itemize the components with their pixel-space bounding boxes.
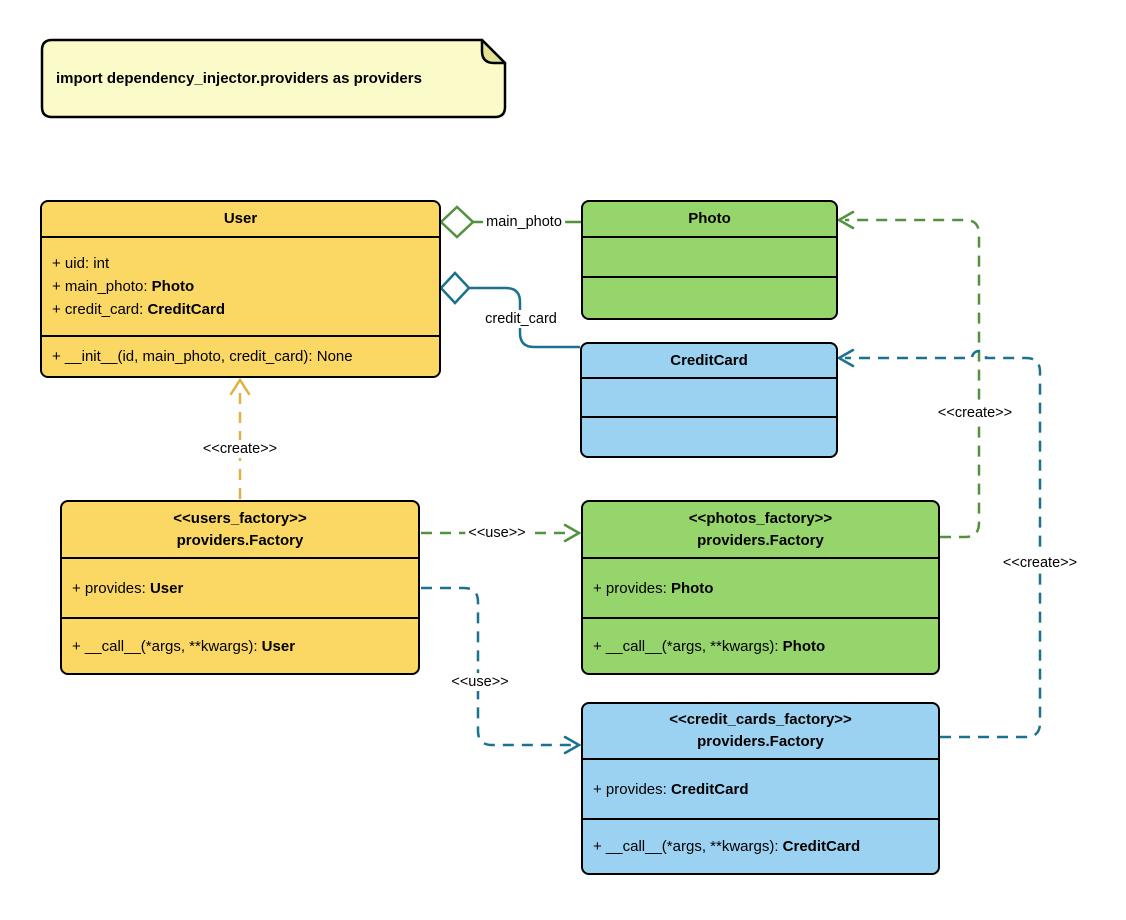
class-credit-card[interactable]: CreditCard <box>580 342 838 458</box>
class-user-attributes: + uid: int + main_photo: Photo + credit_… <box>42 238 439 337</box>
class-photos-factory-methods: + __call__(*args, **kwargs): Photo <box>583 619 938 673</box>
method-text: + __call__(*args, **kwargs): <box>72 637 262 655</box>
create-credit-card-line <box>845 349 1042 739</box>
create-photo-line <box>845 218 981 539</box>
note-shape[interactable] <box>40 38 507 119</box>
class-name-label: providers.Factory <box>697 531 824 549</box>
note-fold-corner <box>480 38 507 65</box>
class-credit-card-attributes <box>582 379 836 418</box>
class-credit-card-title: CreditCard <box>582 344 836 379</box>
create-photo-arrowhead <box>836 210 855 230</box>
attribute-row: + provides: Photo <box>593 577 938 600</box>
method-text: + __init__(id, main_photo, credit_card):… <box>52 348 353 365</box>
class-users-factory[interactable]: <<users_factory>> providers.Factory + pr… <box>60 500 420 675</box>
class-photo-methods <box>583 278 836 318</box>
method-text: + __call__(*args, **kwargs): <box>593 637 783 655</box>
class-photo-title: Photo <box>583 202 836 238</box>
attribute-type: User <box>149 579 184 597</box>
edge-label-create-user: <<create>> <box>199 440 281 458</box>
attribute-type: CreditCard <box>670 780 749 798</box>
class-name-label: providers.Factory <box>176 531 304 549</box>
attribute-text: + credit_card: <box>52 301 148 318</box>
attribute-row: + provides: User <box>72 577 418 600</box>
aggregation-credit-card-diamond <box>439 271 471 305</box>
edge-label-use-credit-cards: <<use>> <box>448 673 512 691</box>
class-credit-cards-factory-methods: + __call__(*args, **kwargs): CreditCard <box>583 820 938 873</box>
class-photos-factory[interactable]: <<photos_factory>> providers.Factory + p… <box>581 500 940 675</box>
class-photos-factory-attributes: + provides: Photo <box>583 559 938 619</box>
edge-label-credit-card: credit_card <box>482 310 560 328</box>
create-credit-card-arrowhead <box>836 348 855 368</box>
attribute-text: + uid: int <box>52 255 110 272</box>
attribute-type: Photo <box>670 579 714 597</box>
stereotype-label: <<photos_factory>> <box>688 509 833 527</box>
edge-label-main-photo: main_photo <box>483 213 565 231</box>
class-credit-card-methods <box>582 418 836 456</box>
attribute-row: + provides: CreditCard <box>593 778 938 801</box>
class-user-methods: + __init__(id, main_photo, credit_card):… <box>42 337 439 376</box>
create-user-arrowhead <box>229 377 251 396</box>
class-credit-cards-factory[interactable]: <<credit_cards_factory>> providers.Facto… <box>581 702 940 875</box>
method-row: + __call__(*args, **kwargs): Photo <box>593 635 938 658</box>
use-credit-cards-arrowhead <box>563 735 582 755</box>
attribute-text: + provides: <box>593 780 671 798</box>
method-text: + __call__(*args, **kwargs): <box>593 838 783 855</box>
use-photos-arrowhead <box>563 523 582 543</box>
class-user[interactable]: User + uid: int + main_photo: Photo + cr… <box>40 200 441 378</box>
attribute-row: + uid: int <box>52 252 439 275</box>
class-users-factory-attributes: + provides: User <box>62 559 418 619</box>
class-users-factory-title: <<users_factory>> providers.Factory <box>62 502 418 559</box>
attribute-text: + provides: <box>72 579 150 597</box>
import-note-text: import dependency_injector.providers as … <box>56 70 422 87</box>
aggregation-main-photo-diamond <box>439 205 475 239</box>
class-photos-factory-title: <<photos_factory>> providers.Factory <box>583 502 938 559</box>
use-credit-cards-line <box>421 586 572 747</box>
edge-label-use-photos: <<use>> <box>465 524 529 542</box>
class-photo[interactable]: Photo <box>581 200 838 320</box>
attribute-text: + main_photo: <box>52 278 152 295</box>
method-row: + __call__(*args, **kwargs): CreditCard <box>593 835 938 858</box>
attribute-type: Photo <box>151 278 195 295</box>
method-type: User <box>261 637 296 655</box>
attribute-row: + main_photo: Photo <box>52 275 439 298</box>
method-type: Photo <box>782 637 826 655</box>
attribute-type: CreditCard <box>147 301 225 318</box>
edge-label-create-credit-card: <<create>> <box>999 554 1081 572</box>
class-credit-cards-factory-attributes: + provides: CreditCard <box>583 760 938 820</box>
attribute-text: + provides: <box>593 579 671 597</box>
method-type: CreditCard <box>782 838 861 855</box>
stereotype-label: <<credit_cards_factory>> <box>669 711 852 728</box>
attribute-row: + credit_card: CreditCard <box>52 298 439 321</box>
method-row: + __init__(id, main_photo, credit_card):… <box>52 345 439 368</box>
class-name-label: providers.Factory <box>697 733 824 750</box>
class-credit-cards-factory-title: <<credit_cards_factory>> providers.Facto… <box>583 704 938 760</box>
method-row: + __call__(*args, **kwargs): User <box>72 635 418 658</box>
class-users-factory-methods: + __call__(*args, **kwargs): User <box>62 619 418 673</box>
stereotype-label: <<users_factory>> <box>173 509 307 527</box>
class-user-title: User <box>42 202 439 238</box>
edge-label-create-photo: <<create>> <box>934 404 1016 422</box>
class-photo-attributes <box>583 238 836 278</box>
